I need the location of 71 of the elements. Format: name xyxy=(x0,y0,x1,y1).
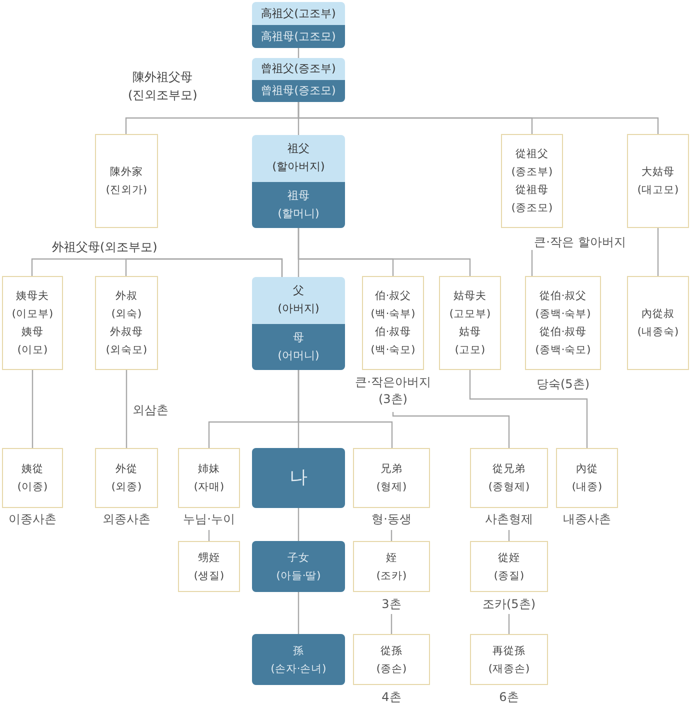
connector-line xyxy=(126,370,128,448)
kin-label: 甥姪 (생질) xyxy=(194,550,224,584)
name-band: 高祖父(고조부) xyxy=(252,2,345,25)
group-label: 陳外祖父母 (진외조부모) xyxy=(128,69,198,104)
kin-label: 再從孫 (재종손) xyxy=(488,644,530,676)
kin-label: 나 xyxy=(290,469,308,487)
relation-label: 형·동생 xyxy=(372,511,412,528)
relation-label: 이종사촌 xyxy=(8,511,56,528)
kin-label: 從祖父 (종조부) xyxy=(511,147,553,180)
connector-line xyxy=(298,508,300,541)
kin-label: 陳外家 (진외가) xyxy=(106,165,148,198)
connector-line xyxy=(531,250,533,276)
relation-label: 사촌형제 xyxy=(485,511,533,528)
name-band: 祖母 (할머니) xyxy=(252,182,345,228)
group-label: 外祖父母(외조부모) xyxy=(52,239,158,256)
name-band: 曾祖母(증조모) xyxy=(252,80,345,102)
kin-label: 姑母夫 (고모부) xyxy=(449,289,491,322)
relation-label: 당숙(5촌) xyxy=(536,376,590,393)
relation-label: 6촌 xyxy=(499,689,519,706)
kin-label: 外叔母 (외숙모) xyxy=(106,325,148,358)
connector-line xyxy=(298,102,659,134)
relation-label: 큰·작은아버지 (3촌) xyxy=(355,374,431,408)
name-band: 父 (아버지) xyxy=(252,277,345,324)
kin-label: 從兄弟 (종형제) xyxy=(488,462,530,495)
connector-line xyxy=(298,370,393,448)
kin-label: 從祖母 (종조모) xyxy=(511,183,553,216)
kin-label: 姨從 (이종) xyxy=(17,462,48,495)
kin-label: 姨母夫 (이모부) xyxy=(12,289,54,322)
kin-label: 姪 (조카) xyxy=(376,550,407,584)
connector-line xyxy=(298,48,300,58)
kin-label: 外叔 (외숙) xyxy=(111,289,142,322)
connector-line xyxy=(657,228,659,276)
connector-line xyxy=(298,592,300,634)
name-band: 高祖母(고조모) xyxy=(252,25,345,48)
kin-label: 從孫 (종손) xyxy=(376,644,407,676)
connector-line xyxy=(469,370,588,448)
kin-label: 從伯·叔母 (종백·숙모) xyxy=(535,325,591,358)
kin-label: 孫 (손자·손녀) xyxy=(270,644,326,676)
kin-label: 姨母 (이모) xyxy=(17,325,48,358)
name-band: 祖父 (할아버지) xyxy=(252,135,345,182)
connector-line xyxy=(208,530,210,541)
kin-label: 大姑母 (대고모) xyxy=(637,165,679,198)
relation-label: 누님·누이 xyxy=(183,511,235,528)
name-band: 母 (어머니) xyxy=(252,324,345,370)
kin-label: 從姪 (종질) xyxy=(494,550,524,584)
relation-label: 조카(5촌) xyxy=(482,596,536,613)
relation-label: 내종사촌 xyxy=(563,511,611,528)
relation-label: 4촌 xyxy=(382,689,402,706)
relation-label: 큰·작은 할아버지 xyxy=(534,234,626,251)
kin-label: 伯·叔父 (백·숙부) xyxy=(370,289,416,322)
kin-label: 內從叔 (내종숙) xyxy=(637,307,679,340)
connector-line xyxy=(298,228,471,276)
relation-label: 외삼촌 xyxy=(132,402,168,419)
relation-label: 3촌 xyxy=(382,596,402,613)
kin-label: 姑母 (고모) xyxy=(454,325,486,358)
connector-line xyxy=(390,530,392,541)
connector-line xyxy=(392,412,510,448)
kin-label: 伯·叔母 (백·숙모) xyxy=(370,325,416,358)
kin-label: 姉妹 (자매) xyxy=(194,462,224,495)
name-band: 曾祖父(증조부) xyxy=(252,58,345,80)
connector-line xyxy=(32,370,34,448)
connector-line xyxy=(508,530,510,541)
kin-label: 兄弟 (형제) xyxy=(376,462,407,495)
kin-label: 子女 (아들·딸) xyxy=(276,550,321,584)
connector-line xyxy=(390,614,392,634)
connector-line xyxy=(125,258,283,277)
kin-label: 從伯·叔父 (종백·숙부) xyxy=(535,289,591,322)
kin-label: 外從 (외종) xyxy=(111,462,142,495)
kin-label: 內從 (내종) xyxy=(572,462,602,495)
relation-label: 외종사촌 xyxy=(102,511,150,528)
connector-line xyxy=(508,614,510,634)
